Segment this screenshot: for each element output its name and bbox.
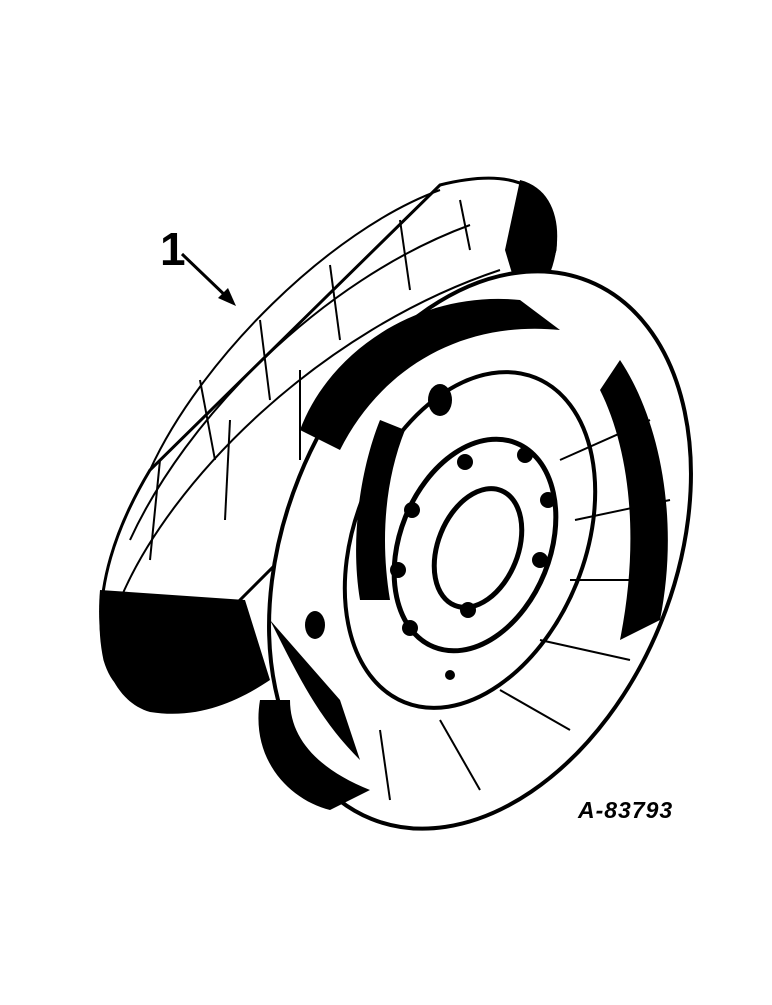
wheel-hub	[391, 436, 559, 654]
figure-id-label: A-83793	[578, 797, 674, 823]
bolt-holes	[390, 447, 556, 636]
callout-number: 1	[160, 223, 186, 275]
front-flange-facets	[379, 419, 671, 801]
rim-barrel-lines	[119, 189, 501, 601]
rim-front-flange	[258, 269, 693, 831]
rim-holes	[305, 307, 455, 680]
callout-leader-arrow	[180, 252, 236, 306]
